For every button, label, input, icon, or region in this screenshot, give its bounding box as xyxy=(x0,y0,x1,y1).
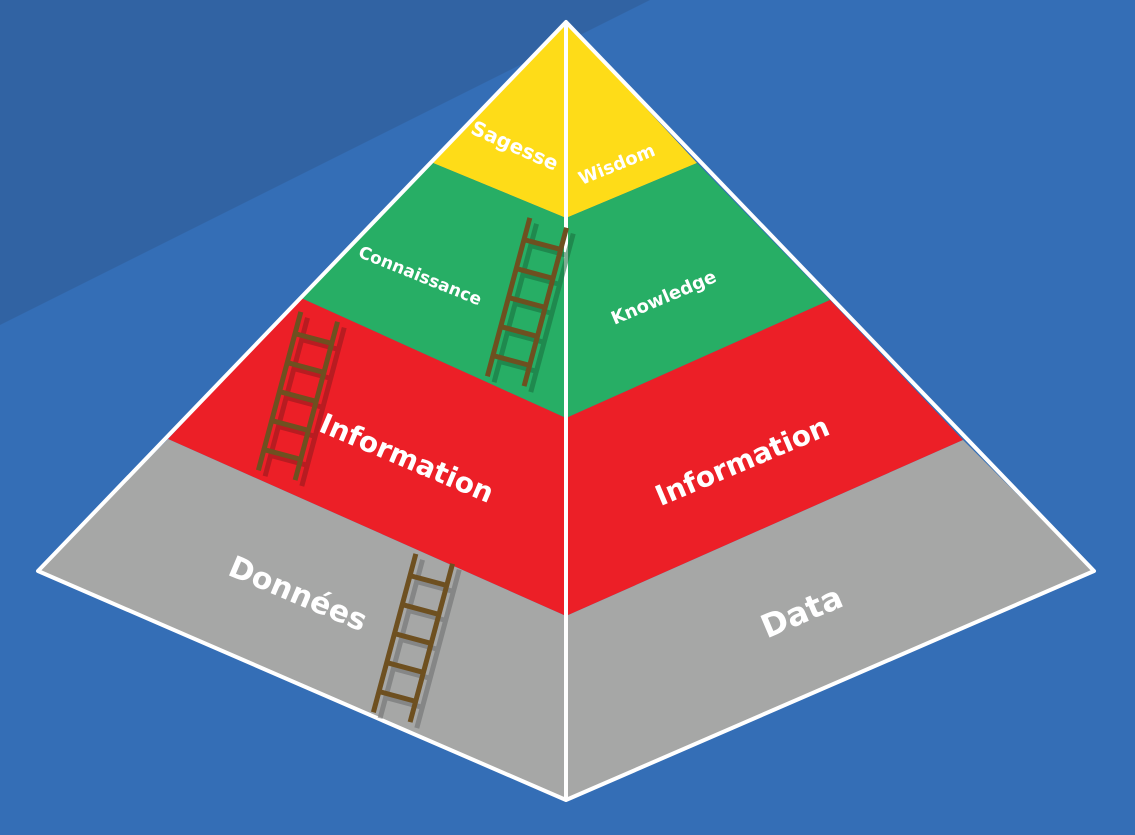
right-wisdom-band xyxy=(566,22,697,218)
left-wisdom-band xyxy=(433,22,566,218)
pyramid-edges xyxy=(36,20,1096,802)
left-information-band xyxy=(168,298,566,616)
right-data-band xyxy=(566,440,1094,800)
right-information-band xyxy=(566,300,963,616)
background-shade xyxy=(0,0,650,325)
left-data-band xyxy=(38,439,566,800)
right-knowledge-band xyxy=(566,163,830,418)
right-face xyxy=(566,22,1094,800)
